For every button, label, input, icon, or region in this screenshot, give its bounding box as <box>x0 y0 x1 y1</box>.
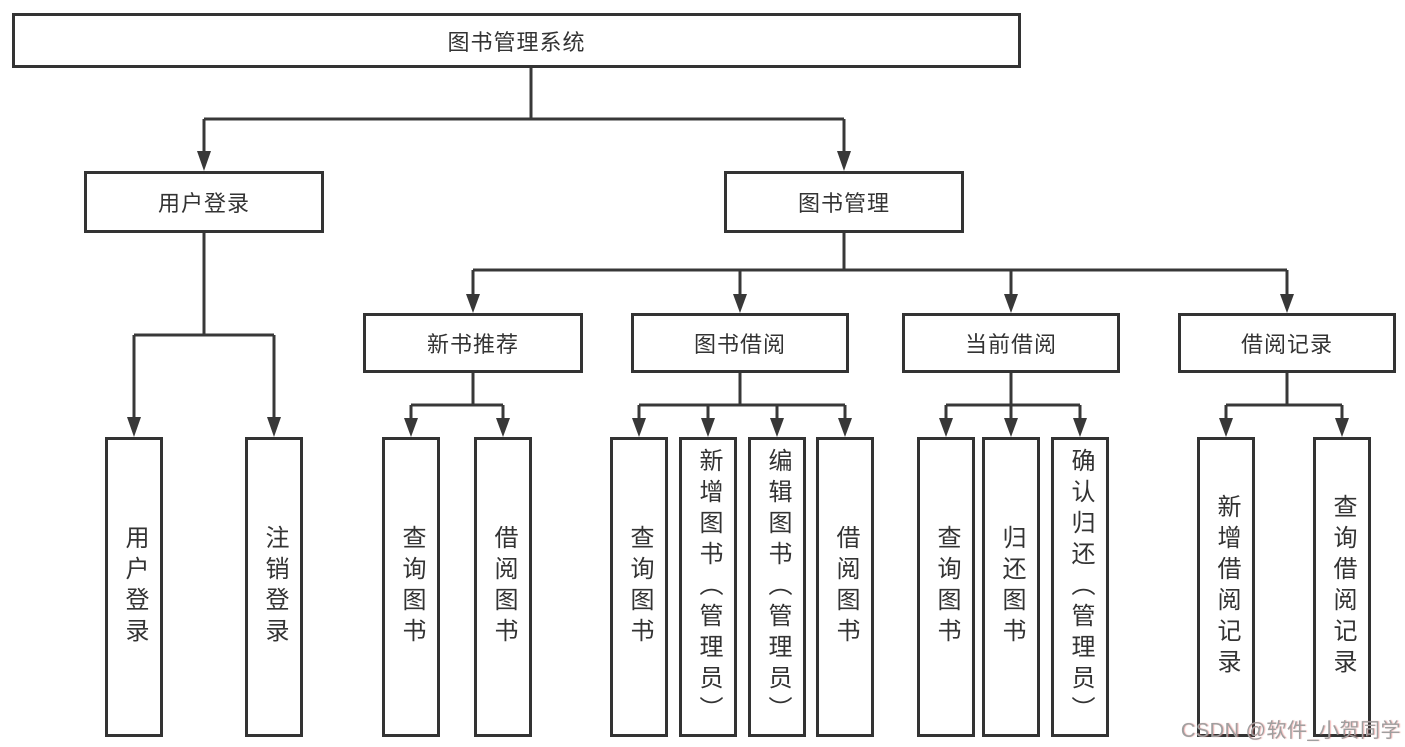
node-new-book-recommendation-label: 新书推荐 <box>426 332 519 357</box>
node-user-login: 用户登录 <box>84 171 324 233</box>
leaf-borrowing-borrow-book: 借阅图书 <box>816 437 874 737</box>
leaf-newbook-borrow-book-label: 借阅图书 <box>490 525 517 649</box>
leaf-borrowing-query-book-label: 查询图书 <box>626 525 653 649</box>
leaf-user-login: 用户登录 <box>105 437 163 737</box>
leaf-record-query-borrow-record: 查询借阅记录 <box>1313 437 1371 737</box>
csdn-watermark: CSDN @软件_小贺同学 <box>1180 720 1401 742</box>
node-current-borrowing: 当前借阅 <box>902 313 1120 373</box>
node-new-book-recommendation: 新书推荐 <box>363 313 583 373</box>
leaf-logout-label: 注销登录 <box>261 525 288 649</box>
leaf-current-confirm-return-admin-label: 确认归还（管理员） <box>1067 447 1094 727</box>
leaf-logout: 注销登录 <box>245 437 303 737</box>
node-book-management-label: 图书管理 <box>797 191 890 216</box>
leaf-user-login-label: 用户登录 <box>121 525 148 649</box>
connector-root-split <box>202 68 846 153</box>
node-borrowing-records-label: 借阅记录 <box>1240 332 1333 357</box>
leaf-newbook-borrow-book: 借阅图书 <box>474 437 532 737</box>
node-current-borrowing-label: 当前借阅 <box>964 332 1057 357</box>
node-user-login-label: 用户登录 <box>157 191 250 216</box>
connector-user-login-split <box>132 233 276 419</box>
leaf-current-query-book-label: 查询图书 <box>933 525 960 649</box>
connector-borrow-record-split <box>1224 373 1344 420</box>
node-book-borrowing: 图书借阅 <box>631 313 849 373</box>
node-root-library-system: 图书管理系统 <box>12 13 1021 68</box>
connector-current-borrow-split <box>944 373 1082 420</box>
leaf-borrowing-query-book: 查询图书 <box>610 437 668 737</box>
leaf-newbook-query-book-label: 查询图书 <box>398 525 425 649</box>
leaf-current-confirm-return-admin: 确认归还（管理员） <box>1051 437 1109 737</box>
leaf-borrowing-add-book-admin-label: 新增图书（管理员） <box>695 447 722 727</box>
leaf-borrowing-add-book-admin: 新增图书（管理员） <box>679 437 737 737</box>
arrowheads <box>127 151 1349 437</box>
node-borrowing-records: 借阅记录 <box>1178 313 1396 373</box>
leaf-borrowing-edit-book-admin: 编辑图书（管理员） <box>748 437 806 737</box>
node-book-borrowing-label: 图书借阅 <box>693 332 786 357</box>
leaf-current-return-book: 归还图书 <box>982 437 1040 737</box>
leaf-record-query-borrow-record-label: 查询借阅记录 <box>1329 494 1356 680</box>
leaf-record-add-borrow-record-label: 新增借阅记录 <box>1213 494 1240 680</box>
connector-book-mgmt-split <box>471 233 1289 296</box>
connector-book-borrow-split <box>637 373 847 420</box>
node-book-management: 图书管理 <box>724 171 964 233</box>
leaf-record-add-borrow-record: 新增借阅记录 <box>1197 437 1255 737</box>
leaf-current-query-book: 查询图书 <box>917 437 975 737</box>
leaf-current-return-book-label: 归还图书 <box>998 525 1025 649</box>
connector-new-book-split <box>409 373 505 420</box>
leaf-borrowing-borrow-book-label: 借阅图书 <box>832 525 859 649</box>
leaf-borrowing-edit-book-admin-label: 编辑图书（管理员） <box>764 447 791 727</box>
node-root-label: 图书管理系统 <box>447 29 586 55</box>
leaf-newbook-query-book: 查询图书 <box>382 437 440 737</box>
